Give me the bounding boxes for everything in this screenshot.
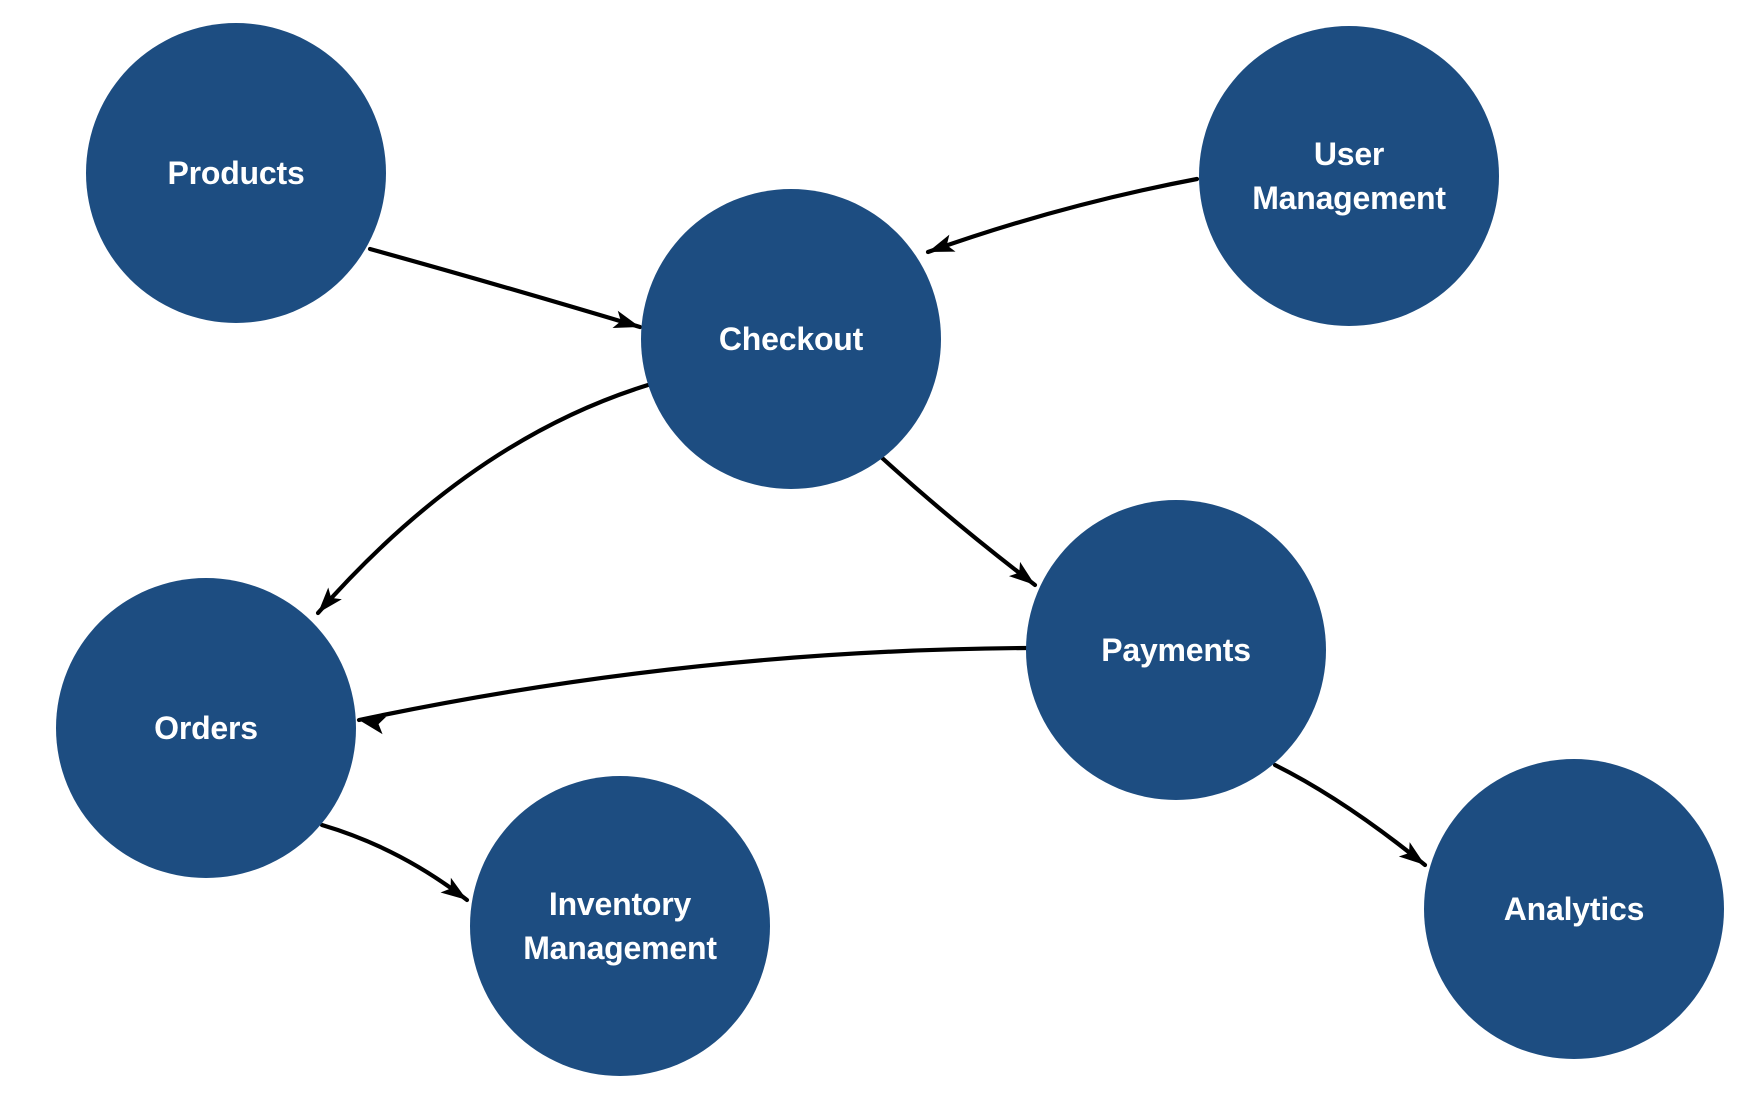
node-orders[interactable]: Orders — [56, 578, 356, 878]
edge-payments-to-analytics — [1272, 762, 1428, 868]
arrowhead-payments-to-orders — [359, 716, 387, 735]
node-products[interactable]: Products — [86, 23, 386, 323]
node-label-user-management: User Management — [1252, 135, 1446, 216]
node-user-management[interactable]: User Management — [1199, 26, 1499, 326]
edge-checkout-to-orders — [315, 382, 651, 616]
node-checkout[interactable]: Checkout — [641, 189, 941, 489]
arrowhead-orders-to-inventory — [440, 877, 467, 900]
edge-payments-to-orders — [356, 645, 1031, 723]
arrowhead-payments-to-analytics — [1398, 842, 1425, 865]
edge-products-to-checkout — [367, 246, 643, 330]
node-inventory-management[interactable]: Inventory Management — [470, 776, 770, 1076]
node-analytics[interactable]: Analytics — [1424, 759, 1724, 1059]
node-label-inventory-management: Inventory Management — [523, 885, 717, 966]
node-label-orders: Orders — [154, 709, 258, 746]
node-label-analytics: Analytics — [1503, 890, 1645, 927]
node-label-checkout: Checkout — [718, 320, 864, 357]
edge-usermgmt-to-checkout — [925, 176, 1200, 255]
node-label-products: Products — [167, 154, 305, 191]
edge-checkout-to-payments — [877, 453, 1038, 588]
arrowhead-checkout-to-payments — [1008, 561, 1035, 585]
arrowhead-products-to-checkout — [612, 310, 640, 329]
node-label-payments: Payments — [1101, 631, 1251, 668]
arrowhead-usermgmt-to-checkout — [928, 234, 956, 252]
arrowhead-checkout-to-orders — [318, 587, 342, 613]
node-payments[interactable]: Payments — [1026, 500, 1326, 800]
edge-orders-to-inventory — [319, 822, 470, 903]
